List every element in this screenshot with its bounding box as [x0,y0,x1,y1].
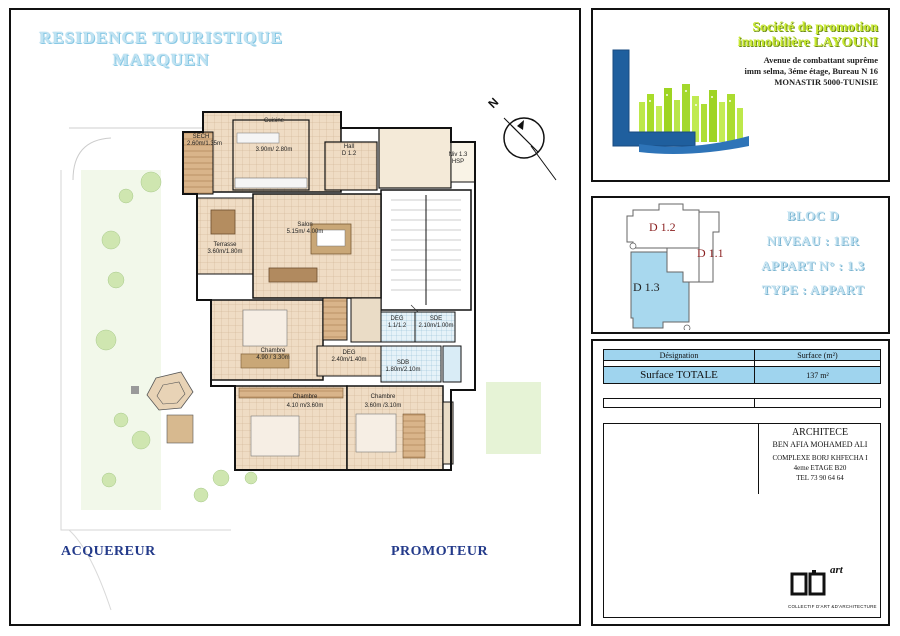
bloc-level: NIVEAU : 1ER [766,233,860,248]
room-label-cuisine: Cuisine 3.90m/ 2.80m [255,118,293,153]
company-name-line2: immobilière LAYOUNI [737,35,878,50]
architect-phone: TEL 73 90 64 64 [796,474,844,482]
keyplan-label-d11: D 1.1 [697,246,724,260]
architect-logo-text: art [830,564,843,576]
room-label-chambre-3: Chambre 3.60m /3.10m [364,394,402,409]
table-row: Surface TOTALE 137 m² [603,366,881,384]
company-logo [612,49,749,154]
company-address-line3: MONASTIR 5000-TUNISIE [774,77,878,87]
room-label-deg-2: DEG 2.40m/1.40m [331,350,367,363]
floor-plan [60,111,557,611]
company-panel: L Société de promotion immobilière LAYOU… [591,8,890,182]
room-label-chambre-2: Chambre 4.10 m/3.60m [286,394,324,409]
keyplan-label-d13: D 1.3 [633,280,660,294]
total-surface-value: 137 m² [754,366,881,384]
table-row [603,398,881,408]
room-label-chambre-1: Chambre 4.90 / 3.30m [256,348,290,361]
header-designation: Désignation [603,349,755,361]
company-address-line1: Avenue de combattant suprême [763,55,878,65]
company-address-line2: imm selma, 3éme étage, Bureau N 16 [744,66,878,76]
architect-name: BEN AFIA MOHAMED ALI [772,440,868,449]
bloc-panel: D 1.2 D 1.1 D 1.3 BLOC D NIVEAU : 1ER AP… [591,196,890,334]
surface-panel: Désignation Surface (m²) Surface TOTALE … [591,339,890,626]
architect-address-line1: COMPLEXE BORJ KHFECHA I [772,454,868,462]
architect-logo-caption: COLLECTIF D'ART &D'ARCHITECTURE [788,604,877,609]
project-title-line2: MARQUEN [112,50,210,69]
room-label-niveau: Niv 1.3 HSP [448,152,468,165]
key-plan [626,203,720,330]
gazebo [131,371,194,444]
total-surface-label: Surface TOTALE [603,366,755,384]
header-surface: Surface (m²) [754,349,881,361]
room-label-hall: Hall D 1.2 [341,144,357,157]
room-label-sde: SDE 2.10m/1.00m [418,316,454,329]
bloc-apartment-number: APPART N° : 1.3 [761,258,865,273]
company-name-line1: Société de promotion [752,20,878,35]
promoter-signature-label: PROMOTEUR [391,544,489,559]
north-arrow [503,117,557,181]
bloc-type: TYPE : APPART [761,282,865,297]
room-label-sdb: SDB 1.80m/2.10m [385,360,421,373]
keyplan-label-d12: D 1.2 [649,220,676,234]
room-label-terrasse: Terrasse 3.60m/1.80m [207,242,243,255]
plan-sheet: RESIDENCE TOURISTIQUE MARQUEN [9,8,581,626]
architect-logo [790,570,826,596]
architect-box: ARCHITECE BEN AFIA MOHAMED ALI COMPLEXE … [603,423,881,618]
project-title-line1: RESIDENCE TOURISTIQUE [39,28,283,47]
surface-table: Désignation Surface (m²) Surface TOTALE … [603,349,881,408]
architect-title: ARCHITECE [791,427,849,438]
bloc-name: BLOC D [786,208,840,223]
room-label-deg-1: DEG 1.1/1.2 [387,316,407,329]
buyer-signature-label: ACQUEREUR [61,544,156,559]
room-label-salon: Salon 5.15m/ 4.00m [286,222,324,235]
architect-address-line2: 4eme ETAGE B20 [793,464,847,472]
table-row [603,383,881,399]
table-row: Désignation Surface (m²) [603,349,881,361]
room-label-sech: SECH 2.60m/1.35m [187,134,223,147]
